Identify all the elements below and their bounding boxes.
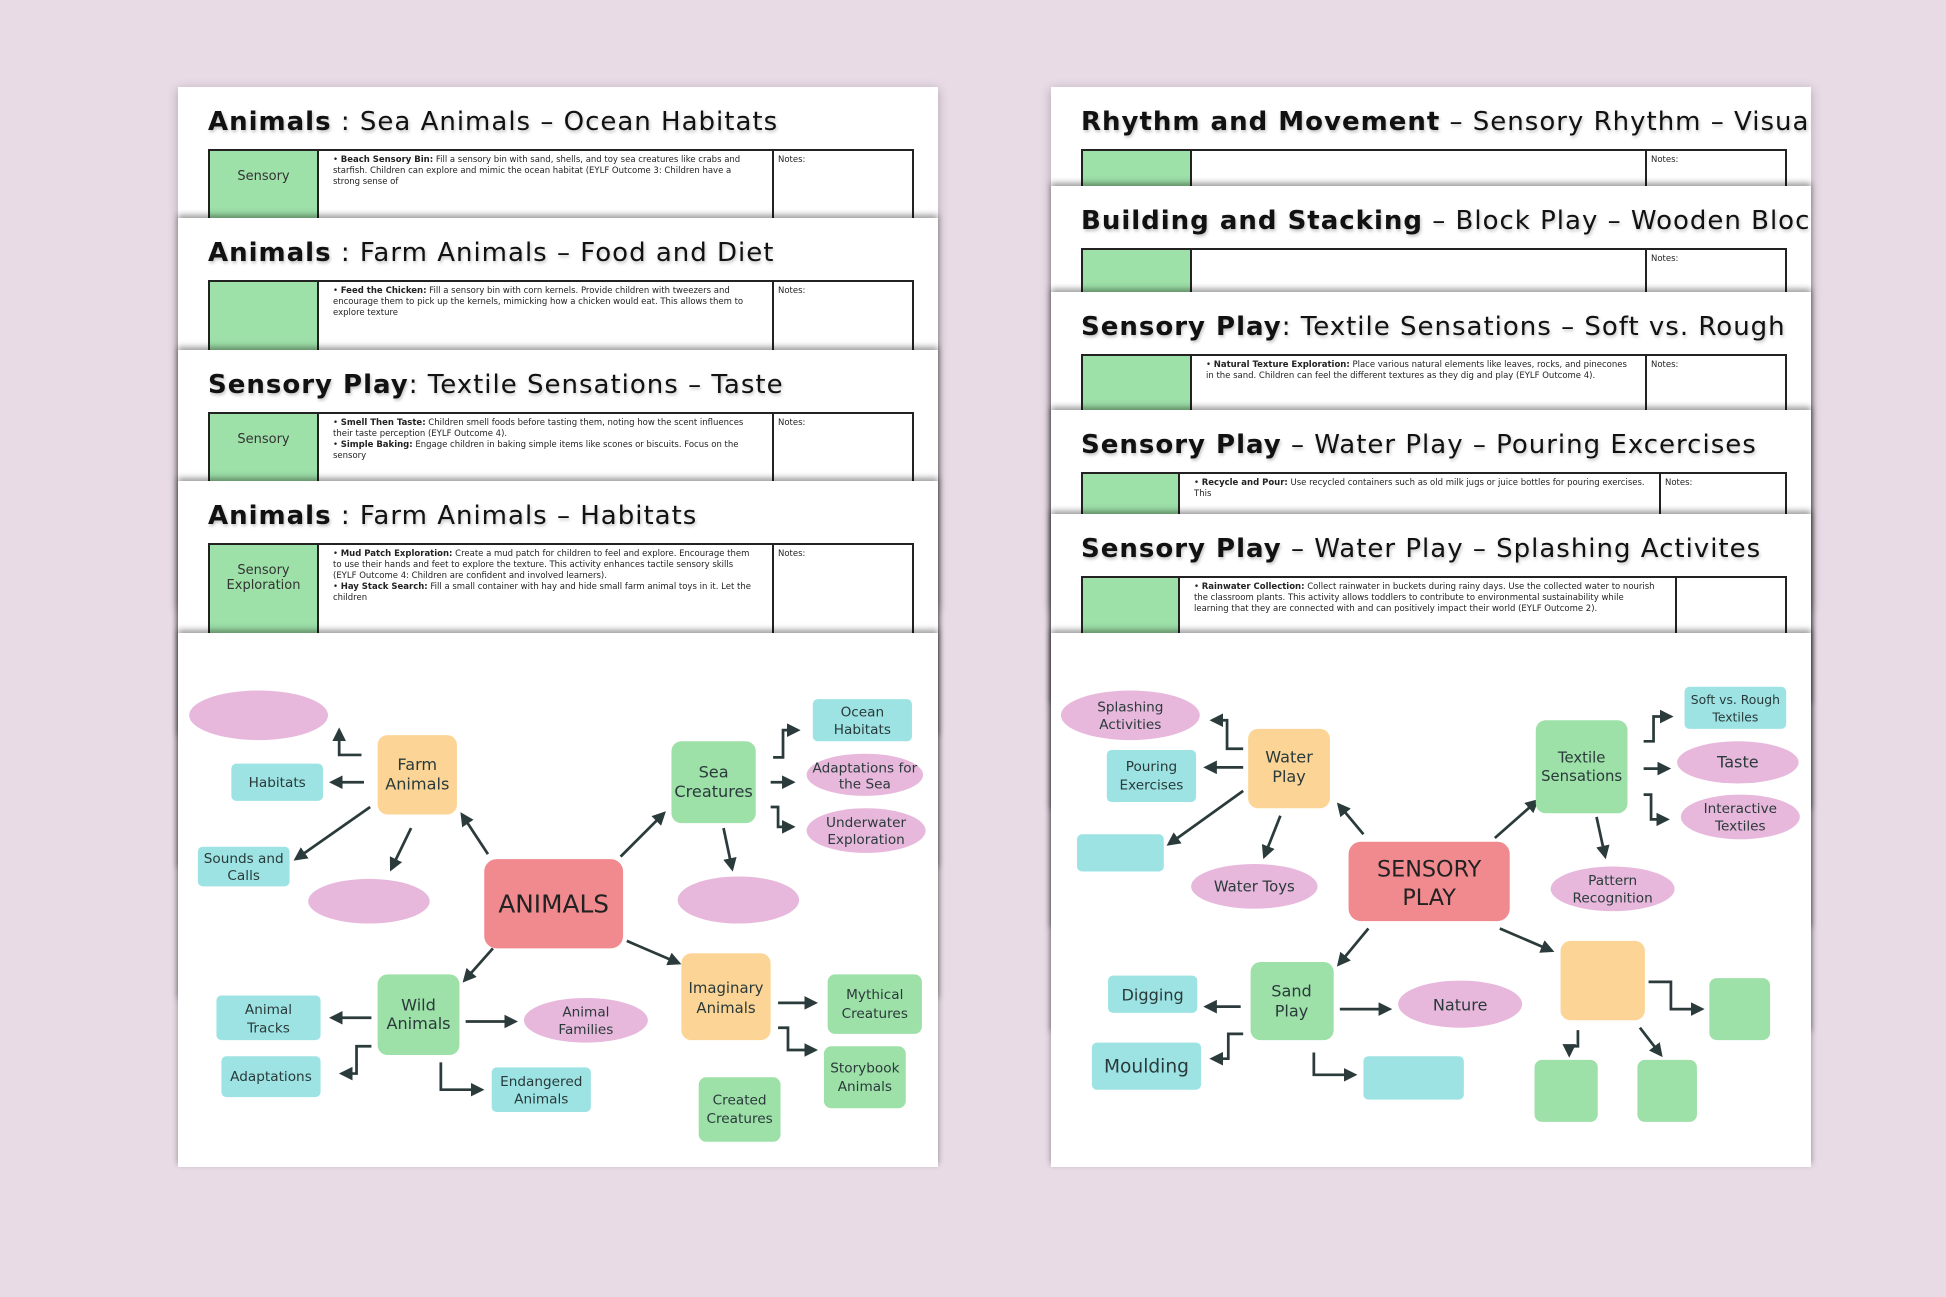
right-page: Rhythm and Movement – Sensory Rhythm – V… [1051,87,1811,1167]
card-title: Building and Stacking – Block Play – Woo… [1081,206,1811,236]
card-title: Animals : Farm Animals – Food and Diet [208,238,775,268]
notes-cell: Notes: [1665,478,1693,488]
svg-text:Digging: Digging [1122,985,1184,1004]
empty-node [1534,1059,1598,1122]
connector-arrows [1166,709,1705,1082]
connector-arrows [293,723,818,1097]
card-title: Sensory Play – Water Play – Pouring Exce… [1081,430,1757,460]
svg-text:Habitats: Habitats [249,775,306,791]
card-title: Rhythm and Movement – Sensory Rhythm – V… [1081,107,1811,137]
svg-text:Moulding: Moulding [1104,1056,1189,1077]
card-title: Sensory Play: Textile Sensations – Soft … [1081,312,1786,342]
notes-cell: Notes: [778,155,806,165]
empty-bubble [308,878,430,924]
notes-cell: Notes: [1651,254,1679,264]
empty-node [1637,1059,1697,1122]
node-water-toys[interactable]: Water Toys [1191,864,1318,909]
node-digging[interactable]: Digging [1108,975,1198,1013]
empty-bubble [677,876,800,924]
node-adaptations[interactable]: Adaptations [221,1056,321,1098]
card-title: Sensory Play: Textile Sensations – Taste [208,370,784,400]
empty-node [1363,1056,1464,1100]
card-title: Animals : Farm Animals – Habitats [208,501,698,531]
node-taste[interactable]: Taste [1677,741,1799,784]
notes-cell: Notes: [1651,360,1679,370]
card-title: Animals : Sea Animals – Ocean Habitats [208,107,779,137]
node-animals-center[interactable]: ANIMALS [484,859,624,949]
svg-text:ANIMALS: ANIMALS [498,889,609,918]
node-nature[interactable]: Nature [1398,980,1523,1028]
svg-text:Water Toys: Water Toys [1214,877,1295,895]
notes-cell: Notes: [1651,155,1679,165]
card-title: Sensory Play – Water Play – Splashing Ac… [1081,534,1762,564]
node-habitats[interactable]: Habitats [231,763,324,801]
empty-bubble [189,690,329,741]
notes-cell: Notes: [778,286,806,296]
left-page: Animals : Sea Animals – Ocean Habitats S… [178,87,938,1167]
activities-cell: • Mud Patch Exploration: Create a mud pa… [319,545,774,705]
empty-node [1709,978,1771,1041]
svg-text:Adaptations: Adaptations [230,1069,312,1085]
empty-node [1077,834,1164,872]
notes-cell: Notes: [778,418,806,428]
empty-node [1560,940,1645,1021]
svg-text:Taste: Taste [1716,752,1759,771]
svg-text:Nature: Nature [1433,995,1488,1014]
notes-cell: Notes: [778,549,806,559]
node-moulding[interactable]: Moulding [1091,1042,1202,1090]
